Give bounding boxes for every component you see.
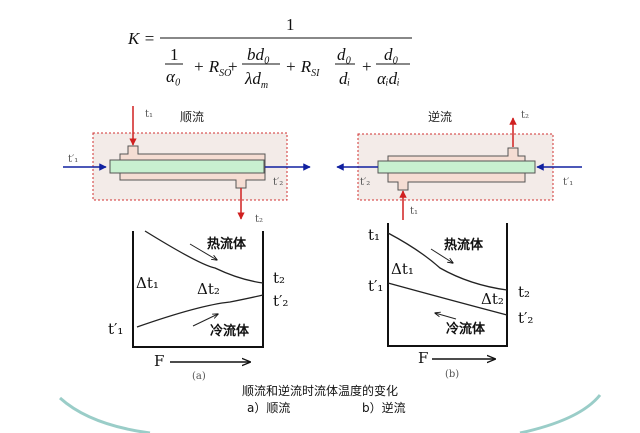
label-t1: t₁ [410,206,418,217]
t2-label: t₂ [273,269,285,287]
svg-text:+: + [228,57,238,76]
label-t2: t₂ [521,110,529,121]
hot-fluid-curve [144,230,264,284]
graph-frame [387,223,508,347]
hot-fluid-label: 热流体 [207,236,247,252]
caption-b: b）逆流 [362,400,406,415]
term6-num: d₀ [384,45,399,64]
formula-numerator: 1 [286,15,295,34]
label-t2-prime: t′₂ [360,177,370,188]
term6-den: αᵢdᵢ [377,69,400,88]
countercurrent-exchanger: 逆流 t₂ t′₂ t′₁ t₁ [336,109,582,220]
cocurrent-exchanger: t₁ 顺流 t′₁ t′₂ t₂ [63,106,311,225]
cold-direction-arrow [435,313,457,320]
term5-num: d₀ [337,45,352,64]
term3-num: bd₀ [247,45,270,64]
hot-fluid-curve [387,232,508,291]
t2-prime-label: t′₂ [273,292,288,310]
decorative-arc [58,394,602,433]
term5-den: dᵢ [339,69,350,88]
caption-a: a）顺流 [247,401,290,415]
term1-num: 1 [170,45,179,64]
x-axis-label: F [154,352,164,370]
hot-fluid-label: 热流体 [444,237,484,253]
graph-tag: (b) [445,369,459,380]
x-axis-label: F [418,349,428,367]
graph-countercurrent: 热流体 冷流体 Δt₁ Δt₂ t₁ t′₁ t₂ t′₂ F (b) [368,223,533,380]
term-rsi: + RSI [285,57,320,79]
graph-cocurrent: 热流体 冷流体 Δt₁ Δt₂ t₂ t′₂ t′₁ F (a) [108,230,288,382]
cold-fluid-label: 冷流体 [210,323,250,339]
graph-tag: (a) [192,371,206,382]
tube [377,160,536,174]
delta-t2-label: Δt₂ [197,280,220,298]
term3-den: λdm [244,69,268,91]
label-t1-prime: t′₁ [68,154,78,165]
graph-frame [132,231,264,348]
label-t2-prime: t′₂ [273,177,283,188]
cocurrent-title: 顺流 [180,110,204,124]
cold-direction-arrow [192,314,218,327]
term-rso: + RSO [193,57,231,79]
term1-den: α₀ [166,67,181,86]
hot-direction-arrow [430,248,453,263]
countercurrent-title: 逆流 [428,109,452,124]
delta-t2-label: Δt₂ [481,290,504,308]
cold-fluid-label: 冷流体 [446,321,486,337]
hot-direction-arrow [189,243,217,260]
t2-prime-label: t′₂ [518,309,533,327]
formula-lhs: K = [127,29,155,48]
delta-t1-label: Δt₁ [136,274,159,292]
cold-fluid-curve [387,282,508,316]
t1-prime-label: t′₁ [108,320,123,338]
t2-label: t₂ [518,283,530,301]
caption-title: 顺流和逆流时流体温度的变化 [242,383,398,398]
svg-text:+: + [362,57,372,76]
tube [109,159,265,174]
label-t1-prime: t′₁ [563,177,573,188]
label-t1: t₁ [145,109,153,120]
heat-transfer-coefficient-formula: K = 1 1 α₀ + RSO + bd₀ λdm + RSI d₀ dᵢ +… [127,15,412,91]
cold-fluid-curve [136,294,264,328]
t1-label: t₁ [368,226,380,244]
t1-prime-label: t′₁ [368,277,383,295]
delta-t1-label: Δt₁ [391,260,414,278]
label-t2: t₂ [255,214,263,225]
